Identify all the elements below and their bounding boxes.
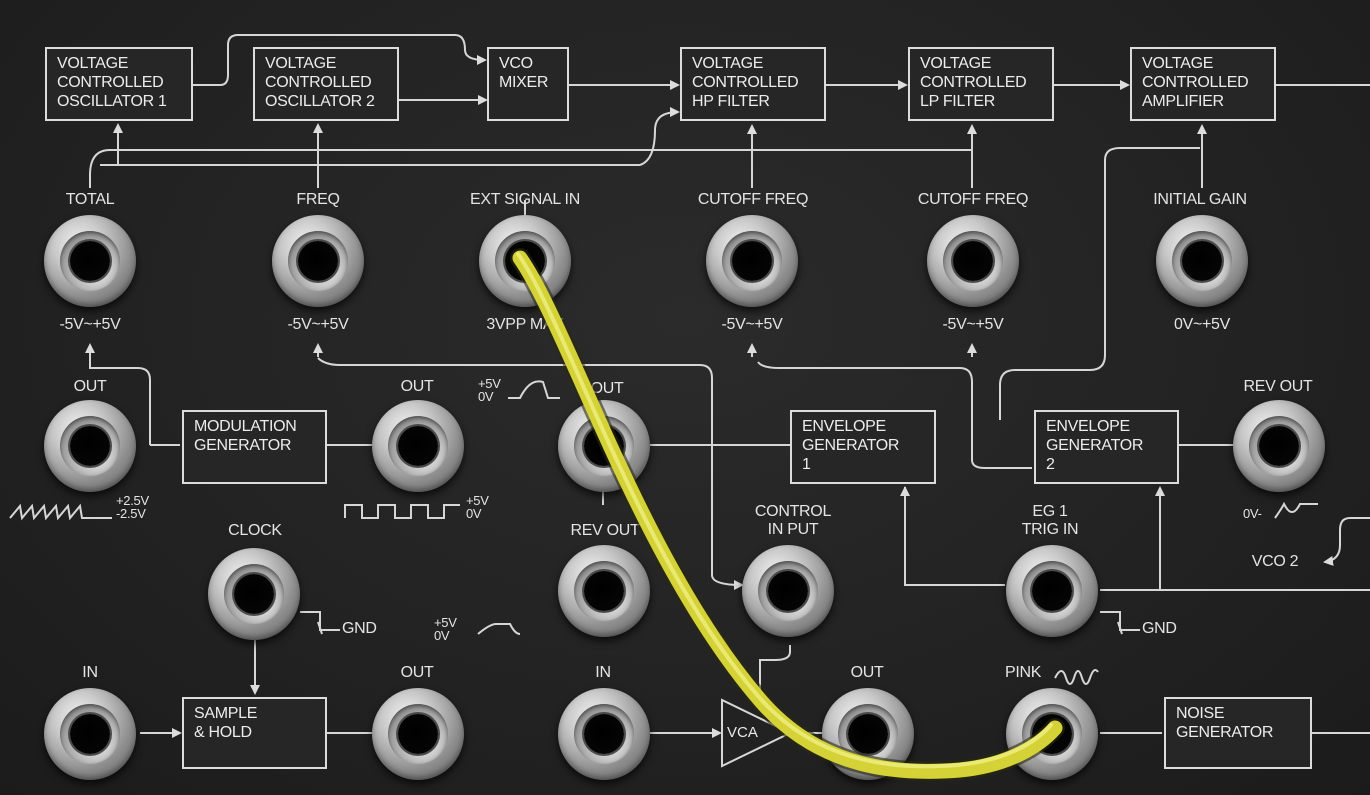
eg1-rev-out-label: REV OUT [570, 522, 640, 539]
envelope-generator-1-block: ENVELOPE GENERATOR 1 [790, 410, 936, 484]
eg1-trig-in-jack[interactable] [1006, 545, 1098, 637]
total-jack[interactable] [44, 215, 136, 307]
control-input-label: CONTROL IN PUT [754, 503, 832, 538]
mg-out-tri-jack[interactable] [44, 400, 136, 492]
noise-generator-block: NOISE GENERATOR [1164, 697, 1312, 769]
lp-cutoff-label: CUTOFF FREQ [917, 191, 1029, 208]
lp-range: -5V~+5V [942, 316, 1004, 333]
vco1-block: VOLTAGE CONTROLLED OSCILLATOR 1 [45, 47, 193, 121]
vca-label: VCA [727, 724, 758, 741]
lp-filter-block: VOLTAGE CONTROLLED LP FILTER [908, 47, 1054, 121]
eg1-out-label: OUT [590, 380, 624, 397]
vco2-arrow-label: VCO 2 [1251, 553, 1299, 570]
trig-gnd-label: GND [1142, 620, 1177, 637]
vco2-block: VOLTAGE CONTROLLED OSCILLATOR 2 [253, 47, 399, 121]
square-range: +5V 0V [466, 493, 489, 521]
clock-jack[interactable] [208, 548, 300, 640]
tri-range: +2.5V -2.5V [116, 493, 149, 521]
amplifier-block: VOLTAGE CONTROLLED AMPLIFIER [1130, 47, 1276, 121]
hp-range: -5V~+5V [721, 316, 783, 333]
clock-label: CLOCK [228, 522, 282, 539]
mg-out-tri-label: OUT [73, 378, 107, 395]
eg2-rev-level: 0V- [1243, 506, 1262, 521]
eg1-rev-out-jack[interactable] [558, 545, 650, 637]
hp-filter-block: VOLTAGE CONTROLLED HP FILTER [680, 47, 826, 121]
eg2-rev-out-jack[interactable] [1233, 400, 1325, 492]
vco-mixer-block: VCO MIXER [487, 47, 569, 121]
eg2-rev-out-label: REV OUT [1243, 378, 1313, 395]
modulation-generator-block: MODULATION GENERATOR [182, 410, 327, 484]
sh-out-label: OUT [400, 664, 434, 681]
initial-gain-label: INITIAL GAIN [1153, 191, 1247, 208]
hp-cutoff-label: CUTOFF FREQ [697, 191, 809, 208]
ext-range: 3VPP MAX [486, 316, 564, 333]
vca-in-jack[interactable] [558, 688, 650, 780]
sh-in-jack[interactable] [44, 688, 136, 780]
envelope-generator-2-block: ENVELOPE GENERATOR 2 [1034, 410, 1179, 484]
hp-cutoff-jack[interactable] [706, 215, 798, 307]
control-input-jack[interactable] [742, 545, 834, 637]
mg-out-square-jack[interactable] [372, 400, 464, 492]
lp-cutoff-jack[interactable] [927, 215, 1019, 307]
ext-signal-in-jack[interactable] [479, 215, 571, 307]
sh-levels: +5V 0V [434, 615, 457, 643]
eg1-out-levels: +5V 0V [478, 376, 501, 404]
initial-gain-jack[interactable] [1156, 215, 1248, 307]
mg-out-square-label: OUT [400, 378, 434, 395]
pink-label: PINK [1005, 664, 1042, 681]
total-range: -5V~+5V [59, 316, 121, 333]
vca-out-jack[interactable] [822, 688, 914, 780]
sh-in-label: IN [82, 664, 98, 681]
pink-noise-jack[interactable] [1006, 688, 1098, 780]
freq-label: FREQ [296, 191, 340, 208]
clock-gnd-label: GND [342, 620, 377, 637]
eg1-trig-in-label: EG 1 TRIG IN [1021, 503, 1079, 538]
gain-range: 0V~+5V [1173, 316, 1231, 333]
freq-jack[interactable] [272, 215, 364, 307]
vca-in-label: IN [595, 664, 611, 681]
ext-signal-in-label: EXT SIGNAL IN [470, 191, 580, 208]
total-label: TOTAL [65, 191, 115, 208]
vca-out-label: OUT [850, 664, 884, 681]
sample-hold-block: SAMPLE & HOLD [182, 697, 327, 769]
sh-out-jack[interactable] [372, 688, 464, 780]
freq-range: -5V~+5V [287, 316, 349, 333]
eg1-out-jack[interactable] [558, 400, 650, 492]
